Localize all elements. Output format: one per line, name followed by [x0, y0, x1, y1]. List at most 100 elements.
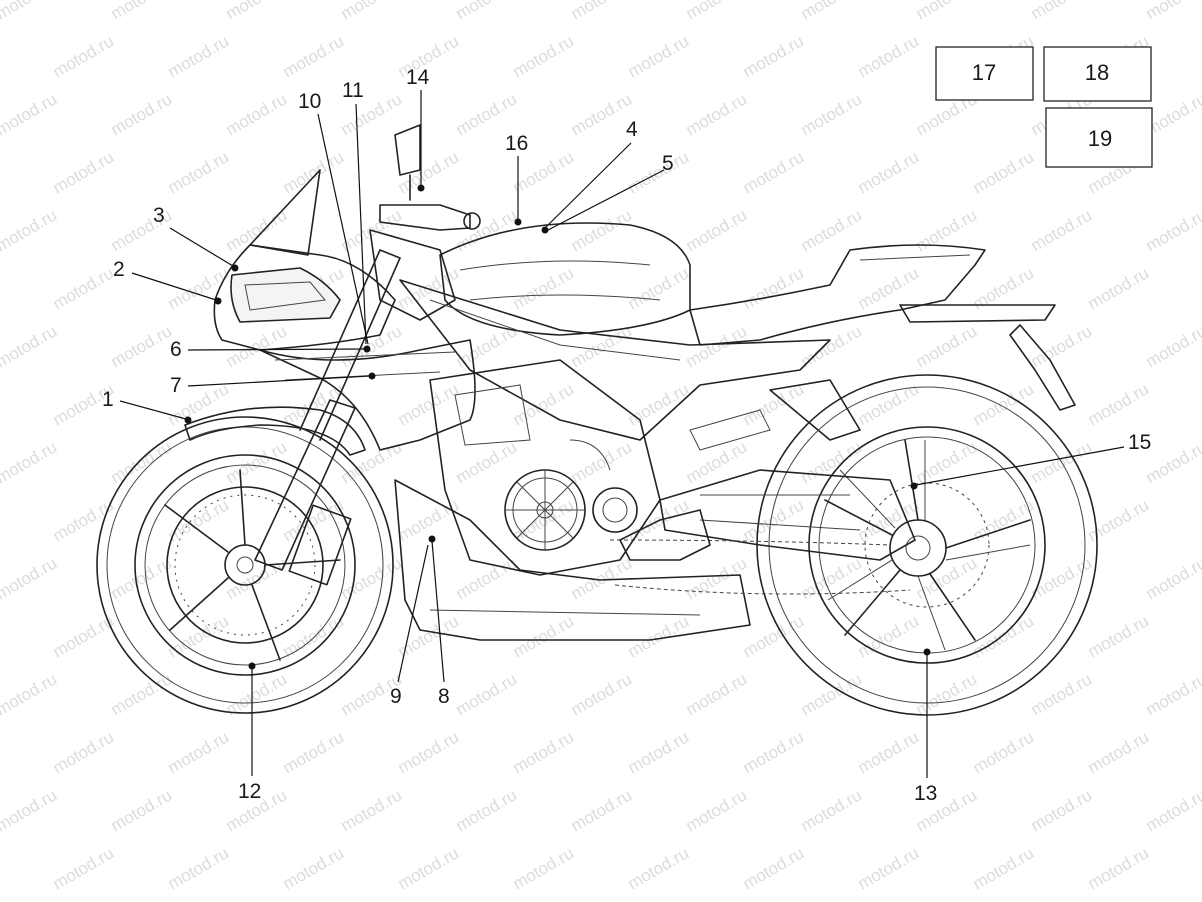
watermark-text: motod.ru	[625, 379, 693, 429]
watermark-text: motod.ru	[913, 321, 981, 371]
watermark-text: motod.ru	[568, 669, 636, 719]
watermark-text: motod.ru	[165, 147, 233, 197]
callout-label-9: 9	[390, 685, 402, 708]
watermark-text: motod.ru	[280, 379, 348, 429]
watermark-text: motod.ru	[798, 321, 866, 371]
callout-label-2: 2	[113, 258, 125, 281]
watermark-text: motod.ru	[913, 669, 981, 719]
watermark-text: motod.ru	[0, 553, 60, 603]
watermark-text: motod.ru	[855, 727, 923, 777]
watermark-text: motod.ru	[395, 147, 463, 197]
callout-4: 4	[541, 118, 638, 234]
watermark-text: motod.ru	[0, 147, 2, 197]
watermark-text: motod.ru	[625, 31, 693, 81]
watermark-text: motod.ru	[1085, 263, 1153, 313]
watermark-text: motod.ru	[683, 785, 751, 835]
callout-label-4: 4	[626, 118, 638, 141]
boxed-items: 17 18 19	[935, 46, 1153, 168]
watermark-text: motod.ru	[740, 379, 808, 429]
frame	[399, 279, 861, 441]
watermark-text: motod.ru	[1143, 669, 1202, 719]
watermark-text: motod.ru	[395, 495, 463, 545]
watermark-text: motod.ru	[1143, 0, 1202, 23]
watermark-text: motod.ru	[510, 31, 578, 81]
watermark-text: motod.ru	[510, 843, 578, 893]
watermark-text: motod.ru	[280, 147, 348, 197]
watermark-text: motod.ru	[0, 669, 60, 719]
callout-6: 6	[170, 338, 371, 361]
watermark-text: motod.ru	[1143, 785, 1202, 835]
watermark-text: motod.ru	[568, 205, 636, 255]
watermark-text: motod.ru	[798, 89, 866, 139]
watermark-text: motod.ru	[970, 843, 1038, 893]
watermark-text: motod.ru	[395, 727, 463, 777]
watermark-text: motod.ru	[280, 727, 348, 777]
watermark-text: motod.ru	[0, 321, 60, 371]
watermark-text: motod.ru	[0, 611, 2, 661]
watermark-text: motod.ru	[223, 89, 291, 139]
watermark-text: motod.ru	[223, 321, 291, 371]
watermark-text: motod.ru	[1143, 437, 1202, 487]
callout-label-16: 16	[505, 132, 528, 155]
watermark-text: motod.ru	[50, 495, 118, 545]
watermark-text: motod.ru	[855, 843, 923, 893]
watermark-text: motod.ru	[625, 727, 693, 777]
watermark-text: motod.ru	[1085, 611, 1153, 661]
watermark-text: motod.ru	[0, 495, 2, 545]
watermark-text: motod.ru	[1085, 727, 1153, 777]
callout-label-8: 8	[438, 685, 450, 708]
watermark-text: motod.ru	[1143, 553, 1202, 603]
watermark-text: motod.ru	[1143, 205, 1202, 255]
watermark-text: motod.ru	[50, 263, 118, 313]
watermark-text: motod.ru	[683, 0, 751, 23]
watermark-text: motod.ru	[740, 843, 808, 893]
watermark-text: motod.ru	[970, 147, 1038, 197]
watermark-text: motod.ru	[568, 0, 636, 23]
watermark-text: motod.ru	[0, 379, 2, 429]
watermark-text: motod.ru	[1143, 321, 1202, 371]
watermark-text: motod.ru	[0, 785, 60, 835]
watermark-text: motod.ru	[913, 0, 981, 23]
callout-label-6: 6	[170, 338, 182, 361]
watermark-text: motod.ru	[568, 89, 636, 139]
watermark-text: motod.ru	[395, 379, 463, 429]
callout-label-15: 15	[1128, 431, 1151, 454]
watermark-text: motod.ru	[855, 147, 923, 197]
front-wheel	[96, 416, 394, 714]
callout-label-1: 1	[102, 388, 114, 411]
callout-14: 14	[406, 66, 430, 192]
callout-label-12: 12	[238, 780, 261, 803]
callout-10: 10	[298, 90, 369, 345]
callout-label-3: 3	[153, 204, 165, 227]
watermark-text: motod.ru	[280, 495, 348, 545]
watermark-text: motod.ru	[1085, 379, 1153, 429]
box-17: 17	[935, 46, 1034, 101]
callout-label-10: 10	[298, 90, 321, 113]
box-label-19: 19	[1088, 126, 1112, 151]
front-fairing	[213, 169, 476, 451]
watermark-text: motod.ru	[683, 669, 751, 719]
motorcycle-illustration	[96, 124, 1098, 716]
watermark-text: motod.ru	[625, 843, 693, 893]
callout-16: 16	[505, 132, 528, 226]
watermark-text: motod.ru	[453, 0, 521, 23]
watermark-text: motod.ru	[338, 321, 406, 371]
lower-fairing	[394, 479, 751, 641]
watermark-text: motod.ru	[165, 727, 233, 777]
watermark-text: motod.ru	[0, 437, 60, 487]
watermark-text: motod.ru	[798, 669, 866, 719]
callout-2: 2	[113, 258, 222, 305]
watermark-text: motod.ru	[625, 263, 693, 313]
watermark-text: motod.ru	[970, 379, 1038, 429]
seat-and-tail	[689, 244, 1076, 411]
watermark-text: motod.ru	[740, 147, 808, 197]
callout-label-14: 14	[406, 66, 430, 89]
watermark-text: motod.ru	[568, 437, 636, 487]
callouts: 1 2 3 4 5 6 7	[102, 66, 1151, 805]
box-19: 19	[1045, 107, 1153, 168]
watermark-text: motod.ru	[1028, 205, 1096, 255]
watermark-text: motod.ru	[510, 263, 578, 313]
watermark-text: motod.ru	[165, 31, 233, 81]
